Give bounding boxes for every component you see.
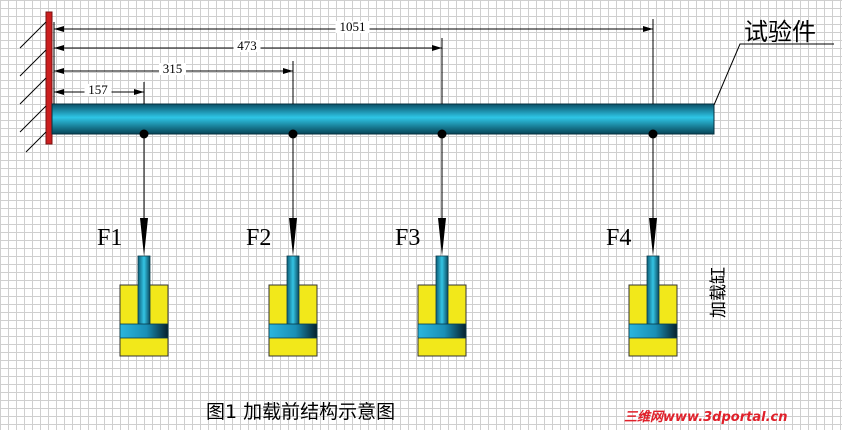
dimension-label: 1051 [340, 19, 366, 34]
force-label: F4 [606, 225, 631, 251]
cylinder-label: 加载缸 [708, 267, 729, 318]
force-label: F3 [395, 225, 420, 251]
load-point-f4: F4 [606, 129, 678, 357]
piston-rod [286, 255, 300, 326]
dimension-arrow-right [432, 45, 442, 51]
dimension-arrow-left [54, 45, 64, 51]
force-label: F1 [97, 225, 122, 251]
dimension-label-bg [335, 21, 370, 33]
specimen-leader-line [713, 43, 834, 106]
dimension-label-bg [84, 84, 112, 96]
specimen-beam [51, 103, 715, 135]
fixed-wall [19, 11, 53, 153]
force-arrow [438, 218, 446, 256]
piston-rod [646, 255, 660, 326]
dimension-label: 157 [88, 82, 108, 97]
force-arrow [140, 218, 148, 256]
figure-caption: 图1 加载前结构示意图 [206, 401, 395, 423]
dimension-label: 315 [163, 61, 183, 76]
piston-rod [435, 255, 449, 326]
piston-head [417, 323, 467, 339]
piston-head [119, 323, 169, 339]
dimension-arrow-right [134, 89, 144, 95]
load-point-f2: F2 [246, 129, 318, 357]
dimension-arrow-left [54, 26, 64, 32]
load-point-f3: F3 [395, 129, 467, 357]
dimension-lines: 157 315 473 1051 [53, 19, 654, 104]
dimension-arrow-left [54, 68, 64, 74]
specimen-label: 试验件 [744, 18, 816, 46]
piston-head [628, 323, 678, 339]
load-point-f1: F1 [97, 129, 169, 357]
dimension-arrow-right [283, 68, 293, 74]
dimension-arrow-right [643, 26, 653, 32]
force-label: F2 [246, 225, 271, 251]
dimension-label-bg [159, 63, 186, 75]
dimension-label: 473 [237, 38, 257, 53]
load-cylinders: F1 F2 F3 F4 [97, 129, 678, 357]
piston-head [268, 323, 318, 339]
dimension-arrow-left [54, 89, 64, 95]
force-arrow [649, 218, 657, 256]
dimension-label-bg [233, 40, 261, 52]
force-arrow [289, 218, 297, 256]
piston-rod [137, 255, 151, 326]
site-watermark: 三维网www.3dportal.cn [624, 409, 787, 425]
